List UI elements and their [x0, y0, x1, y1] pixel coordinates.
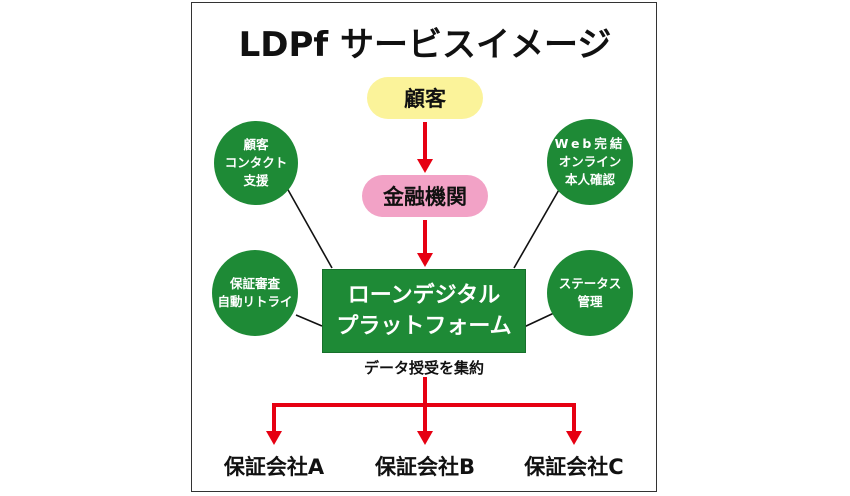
guarantee-company-a: 保証会社A — [223, 455, 325, 479]
feature-status-management-line2: 管理 — [577, 294, 603, 309]
feature-customer-contact-line1: 顧客 — [243, 137, 269, 152]
financial-institution-node: 金融機関 — [362, 175, 488, 217]
connector-customer-contact — [286, 187, 333, 269]
arrowhead-bank-to-platform — [417, 253, 433, 267]
diagram-frame: LDPf サービスイメージ 顧客 金融機関 顧客 コンタクト 支援 Web完結 … — [191, 2, 657, 492]
customer-node-label: 顧客 — [404, 87, 446, 111]
feature-status-management-line1: ステータス — [558, 276, 622, 291]
customer-node: 顧客 — [367, 77, 483, 119]
arrowhead-b — [417, 431, 433, 445]
feature-web-online-line3: 本人確認 — [564, 172, 615, 187]
diagram-title: LDPf サービスイメージ — [238, 25, 612, 65]
feature-web-online-line2: オンライン — [558, 154, 622, 169]
feature-guarantee-review-line2: 自動リトライ — [217, 294, 293, 309]
feature-guarantee-review: 保証審査 自動リトライ — [212, 250, 298, 336]
arrowhead-c — [566, 431, 582, 445]
connector-status — [523, 312, 555, 328]
platform-caption: データ授受を集約 — [363, 359, 484, 377]
connector-web-online — [513, 187, 561, 269]
feature-customer-contact-line2: コンタクト — [224, 155, 288, 170]
feature-customer-contact: 顧客 コンタクト 支援 — [214, 121, 298, 205]
connector-layer — [266, 122, 582, 445]
feature-status-management: ステータス 管理 — [547, 250, 633, 336]
feature-web-online: Web完結 オンライン 本人確認 — [547, 119, 633, 205]
financial-institution-label: 金融機関 — [383, 185, 467, 209]
platform-line1: ローンデジタル — [347, 283, 501, 308]
arrowhead-customer-to-bank — [417, 159, 433, 173]
guarantee-company-b: 保証会社B — [374, 455, 475, 479]
arrowhead-a — [266, 431, 282, 445]
platform-line2: プラットフォーム — [336, 314, 512, 339]
connector-guarantee-review — [295, 314, 323, 327]
feature-web-online-line1: Web完結 — [554, 136, 626, 151]
feature-customer-contact-line3: 支援 — [243, 173, 269, 188]
feature-guarantee-review-line1: 保証審査 — [229, 276, 280, 291]
guarantee-company-c: 保証会社C — [524, 455, 624, 479]
loan-digital-platform: ローンデジタル プラットフォーム — [322, 269, 526, 353]
